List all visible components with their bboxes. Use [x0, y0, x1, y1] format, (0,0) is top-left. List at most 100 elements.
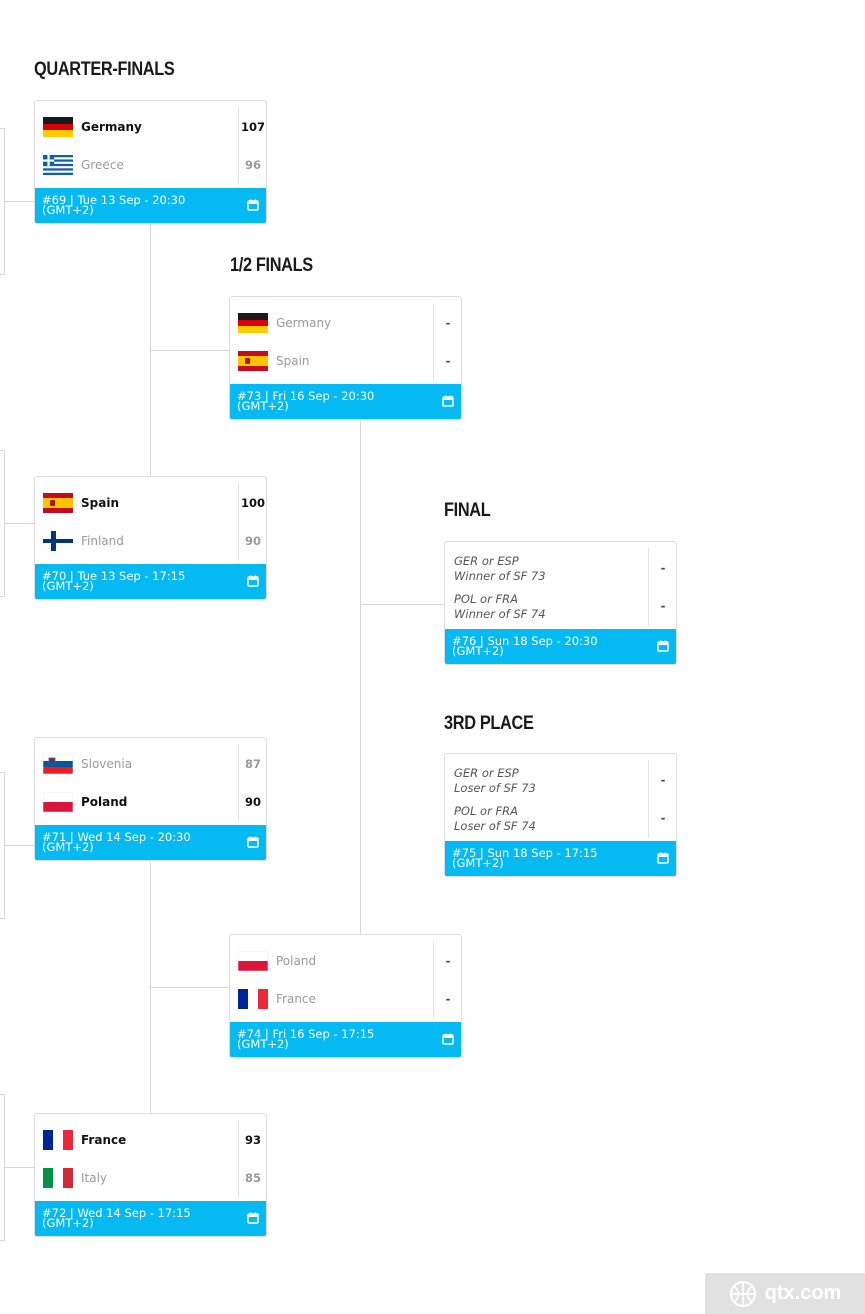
game-timezone: (GMT+2) — [42, 840, 94, 854]
score-divider — [238, 107, 239, 185]
germany-flag-icon — [43, 117, 73, 137]
connector-qf-sf74 — [150, 862, 151, 1114]
candidate-slot: GER or ESP Loser of SF 73 — [454, 766, 642, 796]
candidate-slot: POL or FRA Loser of SF 74 — [454, 804, 642, 834]
connector-qf-sf73 — [150, 225, 151, 477]
score-divider — [433, 303, 434, 381]
team-score: - — [445, 954, 451, 968]
candidate-teams: GER or ESP — [454, 766, 519, 780]
connector-qf-sf73 — [150, 350, 230, 351]
game-schedule: #73 | Fri 16 Sep - 20:30 — [237, 389, 375, 403]
candidate-slot: GER or ESP Winner of SF 73 — [454, 554, 642, 584]
game-card-75[interactable]: GER or ESP Loser of SF 73 POL or FRA Los… — [444, 753, 677, 877]
team-name: Germany — [276, 316, 332, 330]
team-name: France — [81, 1133, 127, 1147]
connector-left-1 — [0, 128, 5, 129]
game-footer: #72 | Wed 14 Sep - 17:15 (GMT+2) — [35, 1201, 266, 1236]
team-row: Spain — [238, 349, 427, 373]
game-schedule: #70 | Tue 13 Sep - 17:15 — [42, 569, 186, 583]
score-divider — [238, 1120, 239, 1198]
game-schedule: #76 | Sun 18 Sep - 20:30 — [452, 634, 598, 648]
game-card-73[interactable]: Germany Spain - - #73 | Fri 16 Sep - 20:… — [229, 296, 462, 420]
connector-left-2 — [0, 450, 5, 451]
team-name: Germany — [81, 120, 142, 134]
calendar-icon[interactable] — [657, 640, 669, 652]
candidate-teams: GER or ESP — [454, 554, 519, 568]
slovenia-flag-icon — [43, 754, 73, 774]
calendar-icon[interactable] — [247, 836, 259, 848]
france-flag-icon — [238, 989, 268, 1009]
candidate-note: Loser of SF 73 — [454, 781, 536, 795]
game-card-74[interactable]: Poland France - - #74 | Fri 16 Sep - 17:… — [229, 934, 462, 1058]
connector-left-1 — [4, 201, 34, 202]
connector-left-4 — [4, 1167, 34, 1168]
calendar-icon[interactable] — [247, 199, 259, 211]
calendar-icon[interactable] — [247, 1212, 259, 1224]
team-score: 90 — [244, 534, 261, 548]
score-divider — [433, 941, 434, 1019]
team-row: Germany — [43, 115, 232, 139]
connector-left-3 — [0, 918, 5, 919]
game-footer: #76 | Sun 18 Sep - 20:30 (GMT+2) — [445, 629, 676, 664]
quarter-finals-heading: QUARTER-FINALS — [34, 59, 175, 80]
team-score: - — [445, 354, 451, 368]
greece-flag-icon — [43, 155, 73, 175]
score-divider — [238, 744, 239, 822]
team-score: - — [660, 773, 666, 787]
calendar-icon[interactable] — [247, 575, 259, 587]
game-footer: #74 | Fri 16 Sep - 17:15 (GMT+2) — [230, 1022, 461, 1057]
germany-flag-icon — [238, 313, 268, 333]
team-score: 85 — [244, 1171, 261, 1185]
game-card-72[interactable]: France Italy 93 85 #72 | Wed 14 Sep - 17… — [34, 1113, 267, 1237]
connector-left-3 — [0, 772, 5, 773]
connector-left-4 — [0, 1094, 5, 1095]
connector-sf-final — [360, 604, 444, 605]
france-flag-icon — [43, 1130, 73, 1150]
game-timezone: (GMT+2) — [452, 856, 504, 870]
candidate-slot: POL or FRA Winner of SF 74 — [454, 592, 642, 622]
score-divider — [648, 760, 649, 838]
team-score: 93 — [244, 1133, 261, 1147]
team-row: Poland — [238, 949, 427, 973]
team-score: - — [445, 316, 451, 330]
connector-left-2 — [4, 523, 34, 524]
team-row: France — [43, 1128, 232, 1152]
semi-finals-heading: 1/2 FINALS — [230, 255, 313, 276]
connector-qf-sf74 — [150, 987, 230, 988]
game-card-70[interactable]: Spain Finland 100 90 #70 | Tue 13 Sep - … — [34, 476, 267, 600]
finland-flag-icon — [43, 531, 73, 551]
score-divider — [648, 548, 649, 626]
game-card-71[interactable]: Slovenia Poland 87 90 #71 | Wed 14 Sep -… — [34, 737, 267, 861]
team-name: France — [276, 992, 316, 1006]
candidate-note: Loser of SF 74 — [454, 819, 536, 833]
game-card-69[interactable]: Germany Greece 107 96 #69 | Tue 13 Sep -… — [34, 100, 267, 224]
game-card-76[interactable]: GER or ESP Winner of SF 73 POL or FRA Wi… — [444, 541, 677, 665]
calendar-icon[interactable] — [442, 1033, 454, 1045]
game-schedule: #75 | Sun 18 Sep - 17:15 — [452, 846, 598, 860]
third-place-heading: 3RD PLACE — [444, 713, 534, 734]
connector-left-2 — [0, 596, 5, 597]
calendar-icon[interactable] — [657, 852, 669, 864]
team-score: 87 — [244, 757, 261, 771]
italy-flag-icon — [43, 1168, 73, 1188]
game-footer: #71 | Wed 14 Sep - 20:30 (GMT+2) — [35, 825, 266, 860]
watermark: qtx.com — [705, 1273, 865, 1314]
team-score: - — [445, 992, 451, 1006]
game-timezone: (GMT+2) — [42, 203, 94, 217]
team-name: Spain — [81, 496, 119, 510]
calendar-icon[interactable] — [442, 395, 454, 407]
game-footer: #75 | Sun 18 Sep - 17:15 (GMT+2) — [445, 841, 676, 876]
candidate-teams: POL or FRA — [454, 804, 518, 818]
game-schedule: #72 | Wed 14 Sep - 17:15 — [42, 1206, 191, 1220]
basketball-logo-icon — [729, 1280, 756, 1307]
team-row: Spain — [43, 491, 232, 515]
poland-flag-icon — [238, 951, 268, 971]
game-timezone: (GMT+2) — [452, 644, 504, 658]
game-footer: #73 | Fri 16 Sep - 20:30 (GMT+2) — [230, 384, 461, 419]
game-schedule: #69 | Tue 13 Sep - 20:30 — [42, 193, 186, 207]
team-row: Slovenia — [43, 752, 232, 776]
game-timezone: (GMT+2) — [42, 1216, 94, 1230]
team-row: Germany — [238, 311, 427, 335]
team-name: Italy — [81, 1171, 108, 1185]
watermark-text: qtx.com — [764, 1282, 842, 1304]
